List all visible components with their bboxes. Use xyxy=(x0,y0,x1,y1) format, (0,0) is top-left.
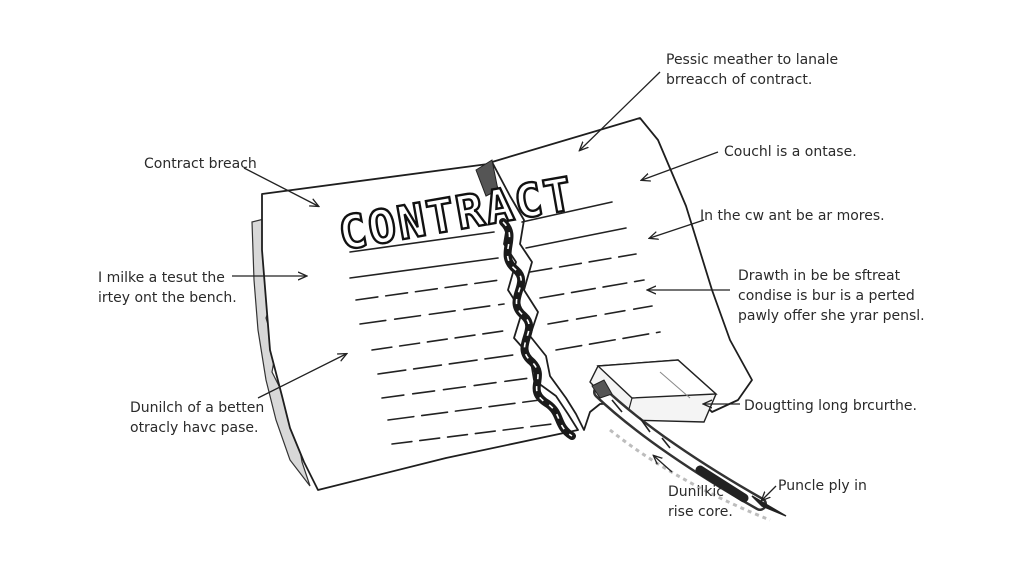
annotation-top-line2: brreacch of contract. xyxy=(666,72,813,88)
annotation-dougtting: Dougtting long brcurthe. xyxy=(744,398,917,414)
annotation-cw: In the cw ant be ar mores. xyxy=(700,208,885,224)
contract-text-lines-left xyxy=(349,231,553,445)
annotation-bench-line2: irtey ont the bench. xyxy=(98,290,237,306)
annotation-couchl: Couchl is a ontase. xyxy=(724,144,857,160)
contract-text-lines-right xyxy=(521,201,661,351)
annotation-top: Pessic meather to lanale brreacch of con… xyxy=(666,50,838,90)
annotation-puncle: Puncle ply in xyxy=(778,478,867,494)
contract-left-half xyxy=(251,163,579,491)
annotation-dunilkic-line1: Dunilkic xyxy=(668,484,724,500)
annotation-bench-line1: I milke a tesut the xyxy=(98,270,225,286)
annotation-contract-breach: Contract breach xyxy=(144,156,257,172)
annotation-dunilch: Dunilch of a betten otracly havc pase. xyxy=(130,398,264,438)
annotation-drawth-line2: condise is bur is a perted xyxy=(738,288,915,304)
annotation-drawth-line3: pawly offer she yrar pensl. xyxy=(738,308,925,324)
annotation-drawth-line1: Drawth in be be sftreat xyxy=(738,268,901,284)
annotation-top-line1: Pessic meather to lanale xyxy=(666,52,839,68)
pen-drawing xyxy=(591,379,787,517)
annotation-bench: I milke a tesut the irtey ont the bench. xyxy=(98,268,237,308)
annotation-arrows xyxy=(232,71,777,500)
annotation-dunilch-line1: Dunilch of a betten xyxy=(130,400,265,416)
annotation-dunilkic-line2: rise core. xyxy=(668,504,733,520)
annotation-drawth: Drawth in be be sftreat condise is bur i… xyxy=(738,266,925,326)
tear-seam xyxy=(499,218,576,440)
annotation-dunilkic: Dunilkic rise core. xyxy=(668,482,733,522)
annotation-dunilch-line2: otracly havc pase. xyxy=(130,420,259,436)
